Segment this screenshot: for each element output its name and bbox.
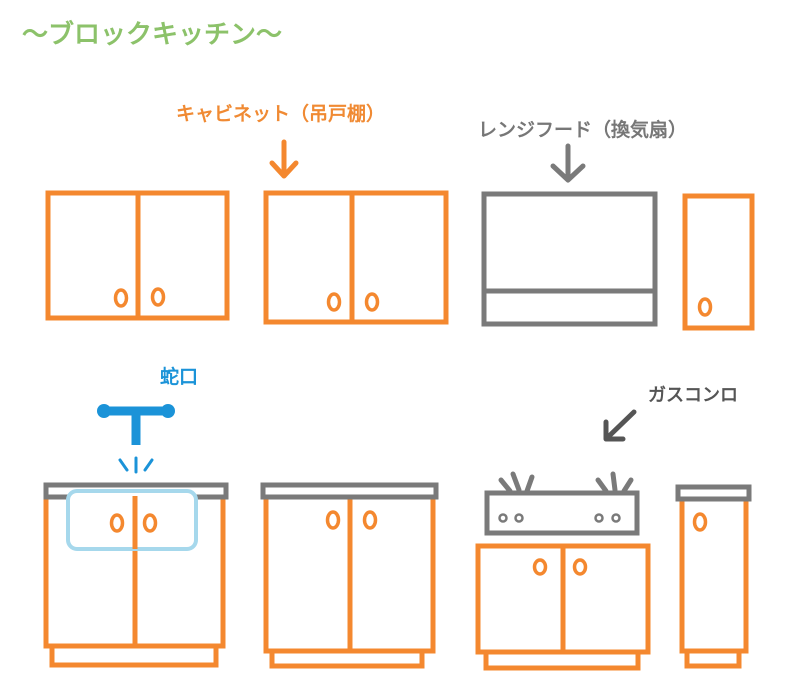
range-hood (481, 191, 658, 327)
knob (362, 510, 378, 530)
gas-stove-unit (475, 471, 651, 671)
wall-cabinet-narrow (682, 193, 755, 331)
faucet-icon (97, 404, 175, 474)
knob (364, 292, 380, 312)
knob (692, 512, 708, 532)
stove-arrow-icon (603, 409, 637, 442)
base-cabinet (260, 482, 439, 669)
range-hood-label: レンジフード（換気扇） (478, 119, 688, 141)
cabinet-label: キャビネット（吊戸棚） (176, 103, 386, 125)
wall-cabinet-center (263, 190, 449, 325)
sink-unit (43, 482, 229, 668)
sink-basin (66, 489, 198, 551)
stove-dial-icon (594, 513, 604, 523)
gas-stove-label: ガスコンロ (648, 385, 738, 406)
knob (532, 558, 548, 576)
knob (572, 558, 588, 576)
knob (325, 510, 341, 530)
countertop (675, 484, 752, 502)
burner-flame-icon (498, 471, 634, 494)
stove-dial-icon (498, 513, 508, 523)
page-title: ～ブロックキッチン～ (22, 20, 283, 50)
plinth (49, 643, 219, 668)
hood-arrow-icon (550, 143, 586, 183)
knob (113, 288, 129, 308)
gas-stove (484, 490, 640, 536)
narrow-base-cabinet (675, 484, 752, 669)
knob (150, 287, 166, 307)
knob (697, 297, 713, 317)
knob (142, 513, 158, 533)
stove-dial-icon (514, 513, 524, 523)
wall-cabinet-left (45, 190, 230, 321)
knob (109, 513, 125, 533)
cabinet-arrow-icon (269, 139, 299, 179)
faucet-label: 蛇口 (160, 366, 199, 388)
stove-dial-icon (611, 513, 621, 523)
countertop (260, 482, 439, 500)
knob (326, 292, 342, 312)
